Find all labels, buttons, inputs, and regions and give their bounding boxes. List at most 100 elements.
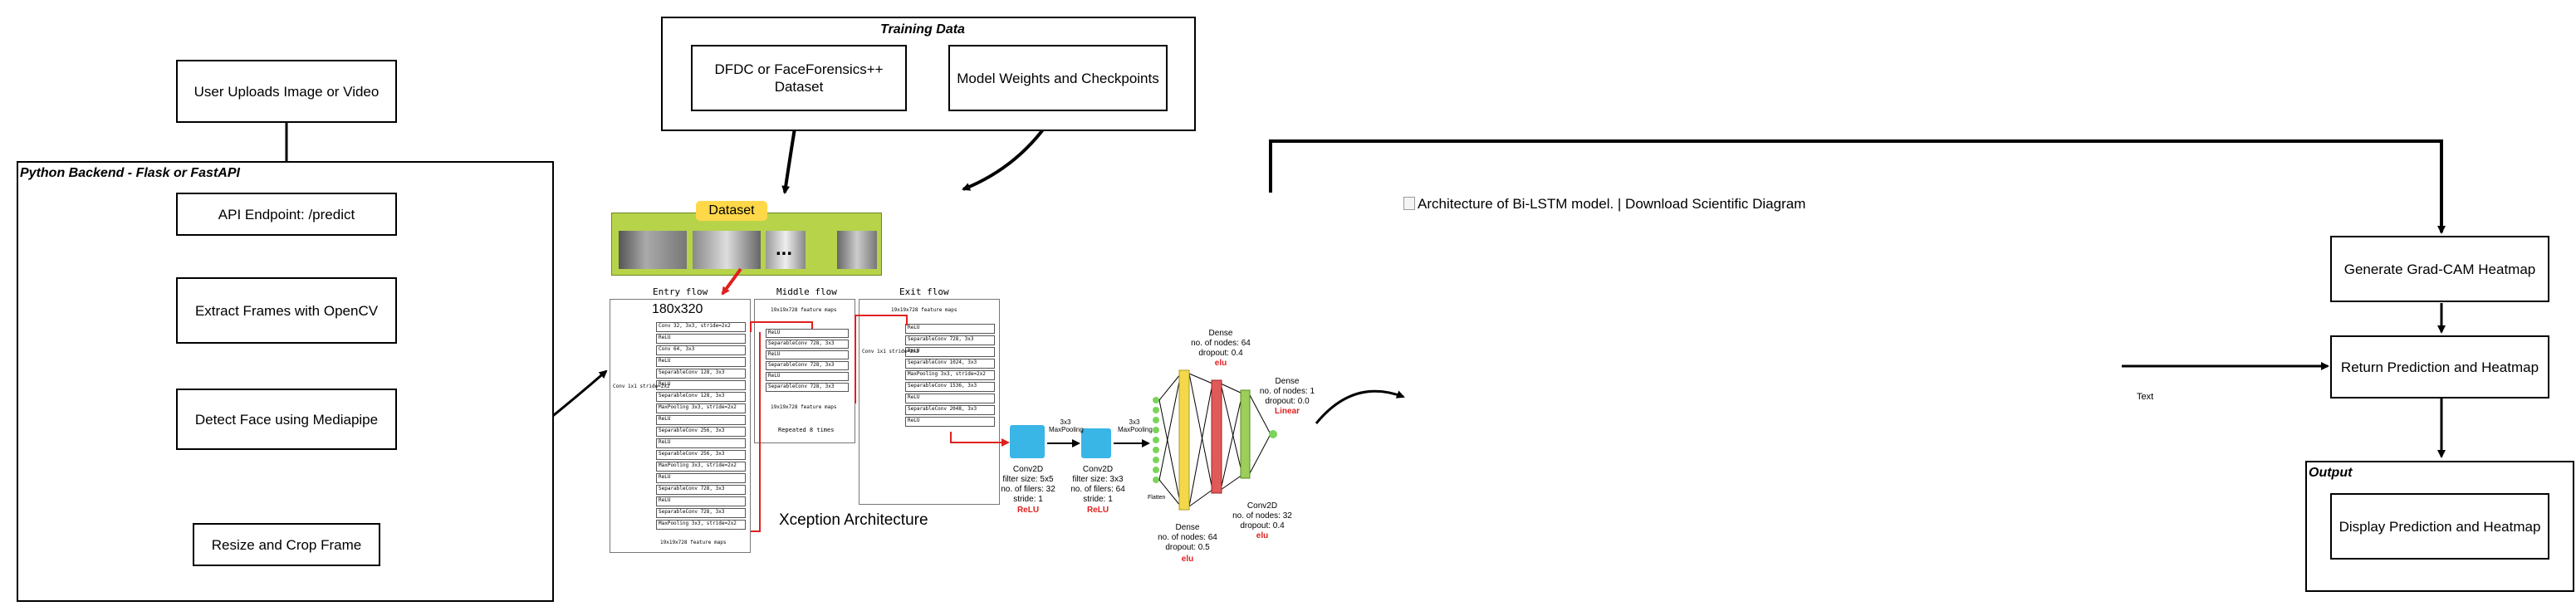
dataset-box: DFDC or FaceForensics++ Dataset <box>691 45 907 111</box>
flatten-label: Flatten <box>1148 495 1166 501</box>
layer-row: MaxPooling 3x3, stride=2x2 <box>656 462 746 472</box>
weights-box: Model Weights and Checkpoints <box>948 45 1168 111</box>
dense-c-activation: elu <box>1256 531 1269 540</box>
dataset-thumb-3 <box>766 231 806 269</box>
layer-row: SeparableConv 128, 3x3 <box>656 369 746 379</box>
caption-line: Dense <box>1208 329 1233 338</box>
caption-line: filter size: 3x3 <box>1072 475 1124 484</box>
dataset-tag: Dataset <box>696 201 767 221</box>
user-upload-box: User Uploads Image or Video <box>176 60 397 123</box>
detect-face-label: Detect Face using Mediapipe <box>194 411 379 428</box>
resize-crop-label: Resize and Crop Frame <box>211 536 362 553</box>
caption-line: no. of filers: 64 <box>1070 485 1125 494</box>
weights-label: Model Weights and Checkpoints <box>957 70 1159 86</box>
caption-line: no. of filers: 32 <box>1001 485 1055 494</box>
middle-repeat-label: Repeated 8 times <box>778 427 835 433</box>
layer-row: ReLU <box>766 372 849 381</box>
entry-footer-label: 19x19x728 feature maps <box>660 540 727 545</box>
return-prediction-box: Return Prediction and Heatmap <box>2330 335 2549 398</box>
caption-line: Conv2D <box>1082 465 1114 474</box>
api-endpoint-label: API Endpoint: /predict <box>218 206 355 222</box>
exit-header-label: 19x19x728 feature maps <box>891 307 957 313</box>
caption-line: dropout: 0.4 <box>1198 349 1243 358</box>
caption-line: no. of nodes: 64 <box>1191 339 1251 348</box>
conv1-activation: ReLU <box>1016 506 1040 515</box>
layer-row: ReLU <box>766 329 849 338</box>
layer-row: Conv 64, 3x3 <box>656 345 746 355</box>
detect-face-box: Detect Face using Mediapipe <box>176 389 397 450</box>
layer-row: SeparableConv 728, 3x3 <box>656 508 746 518</box>
api-endpoint-box: API Endpoint: /predict <box>176 193 397 236</box>
return-prediction-label: Return Prediction and Heatmap <box>2340 359 2539 375</box>
layer-row: SeparableConv 256, 3x3 <box>656 427 746 437</box>
layer-row: MaxPooling 3x3, stride=2x2 <box>656 403 746 413</box>
entry-flow-title: Entry flow <box>653 286 708 297</box>
middle-header-label: 19x19x728 feature maps <box>771 307 837 313</box>
caption-line: Dense <box>1175 523 1200 532</box>
layer-row: SeparableConv 1536, 3x3 <box>905 382 995 392</box>
layer-row: ReLU <box>656 496 746 506</box>
layer-row: SeparableConv 728, 3x3 <box>766 340 849 349</box>
layer-row: SeparableConv 2048, 3x3 <box>905 405 995 415</box>
bilstm-broken-image: Architecture of Bi-LSTM model. | Downloa… <box>1403 196 1805 213</box>
entry-skip-label: Conv 1x1 stride=2x2 <box>613 384 670 389</box>
caption-line: no. of nodes: 64 <box>1158 533 1217 542</box>
text-label: Text <box>2137 392 2154 402</box>
extract-frames-box: Extract Frames with OpenCV <box>176 277 397 344</box>
flatten-nodes <box>1153 397 1159 483</box>
gradcam-label: Generate Grad-CAM Heatmap <box>2343 261 2536 277</box>
caption-line: no. of nodes: 1 <box>1259 387 1315 396</box>
layer-row: SeparableConv 728, 3x3 <box>905 335 995 345</box>
output-node <box>1269 430 1277 438</box>
training-data-title: Training Data <box>880 22 965 37</box>
input-size-label: 180x320 <box>652 302 703 316</box>
resize-crop-box: Resize and Crop Frame <box>193 523 380 566</box>
layer-row: ReLU <box>656 380 746 390</box>
middle-flow-title: Middle flow <box>776 286 837 297</box>
arrow-cnn-to-bilstm <box>1315 389 1405 424</box>
layer-row: ReLU <box>905 394 995 403</box>
pool-label-2: 3x3 MaxPooling <box>1118 418 1153 433</box>
caption-line: dropout: 0.4 <box>1240 521 1285 530</box>
layer-row: ReLU <box>656 415 746 425</box>
layer-row: SeparableConv 256, 3x3 <box>656 450 746 460</box>
caption-line: Conv2D <box>1012 465 1044 474</box>
xception-red-links <box>750 315 1010 532</box>
layer-row: ReLU <box>905 324 995 334</box>
dataset-thumb-1 <box>619 231 687 269</box>
dataset-label: DFDC or FaceForensics++ Dataset <box>714 61 884 95</box>
python-backend-title: Python Backend - Flask or FastAPI <box>20 166 240 180</box>
layer-row: SeparableConv 728, 3x3 <box>766 361 849 370</box>
layer-row: ReLU <box>656 357 746 367</box>
dense-layer-yellow <box>1178 369 1190 511</box>
conv2d-block-2 <box>1081 428 1111 458</box>
layer-row: MaxPooling 3x3, stride=2x2 <box>905 370 995 380</box>
extract-frames-label: Extract Frames with OpenCV <box>194 302 379 319</box>
layer-row: MaxPooling 3x3, stride=2x2 <box>656 520 746 530</box>
dataset-thumb-4 <box>837 231 877 269</box>
conv-arrows <box>1047 439 1150 447</box>
dataset-thumb-2 <box>693 231 761 269</box>
layer-row: SeparableConv 128, 3x3 <box>656 392 746 402</box>
caption-line: no. of nodes: 32 <box>1232 511 1292 521</box>
caption-line: stride: 1 <box>1013 495 1043 504</box>
arrow-top-to-gradcam <box>1269 139 2446 234</box>
gradcam-box: Generate Grad-CAM Heatmap <box>2330 236 2549 302</box>
display-prediction-box: Display Prediction and Heatmap <box>2330 493 2549 560</box>
display-prediction-label: Display Prediction and Heatmap <box>2338 518 2541 535</box>
layer-row: ReLU <box>905 417 995 427</box>
caption-line: filter size: 5x5 <box>1002 475 1054 484</box>
caption-line: dropout: 0.0 <box>1265 397 1310 406</box>
red-input-arrow <box>721 267 742 296</box>
xception-caption: Xception Architecture <box>779 511 928 529</box>
dense-out-activation: Linear <box>1274 407 1300 416</box>
dense-a-activation: elu <box>1181 555 1194 564</box>
broken-image-icon <box>1403 197 1415 210</box>
output-title: Output <box>2309 466 2353 480</box>
